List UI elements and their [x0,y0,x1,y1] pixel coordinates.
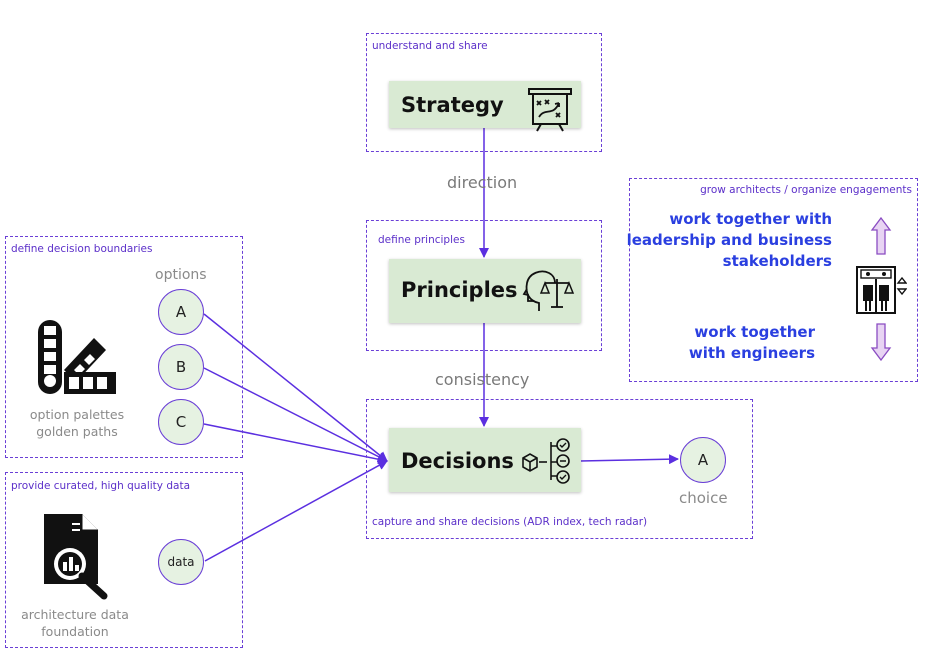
group-principles [366,220,602,351]
options-caption-2: golden paths [36,424,118,439]
group-principles-label: define principles [378,234,465,246]
edge-decisions-choice [579,454,679,465]
node-strategy[interactable]: Strategy [389,81,581,132]
decision-tree-icon [519,436,575,490]
group-decisions-label: capture and share decisions (ADR index, … [372,516,648,528]
node-strategy-title: Strategy [401,92,504,117]
edge-label-direction: direction [447,173,518,192]
node-decisions[interactable]: Decisions [389,428,581,492]
edge-data-decisions [204,460,388,562]
architects-down-line-2: with engineers [688,344,815,362]
arrow-down-icon [870,322,892,366]
group-data-label: provide curated, high quality data [11,480,191,492]
option-circle-c[interactable]: C [158,399,204,445]
group-strategy [366,33,602,152]
arrow-up-icon [870,216,892,260]
option-circle-b[interactable]: B [158,344,204,390]
group-boundaries-label: define decision boundaries [11,243,153,255]
architects-down-text: work together with engineers [650,322,815,364]
architects-up-line-1: work together with [669,210,832,228]
choice-label: choice [679,489,728,507]
elevator-icon [855,265,908,319]
strategy-board-icon [525,87,575,137]
option-circle-a[interactable]: A [158,289,204,335]
group-strategy-label: understand and share [372,40,488,52]
group-data [5,472,243,648]
node-decisions-title: Decisions [401,449,514,473]
group-architects [629,178,918,382]
head-scales-icon [519,267,575,319]
choice-circle[interactable]: A [680,437,726,483]
edge-a-decisions [203,313,388,462]
group-architects-label: grow architects / organize engagements [700,184,912,196]
edge-b-decisions [203,367,388,462]
data-caption-2: foundation [41,624,109,639]
edge-c-decisions [203,423,388,465]
architects-up-text: work together with leadership and busine… [620,209,832,272]
group-decisions [366,399,753,539]
options-title: options [155,267,207,283]
group-boundaries [5,236,243,458]
architects-down-line-1: work together [694,323,815,341]
node-principles-title: Principles [401,278,518,302]
color-palette-icon [36,318,118,400]
data-caption-1: architecture data [21,607,129,622]
options-caption-1: option palettes [29,407,125,422]
architects-up-line-2: leadership and business [626,231,832,249]
edge-label-consistency: consistency [435,370,530,389]
data-report-icon [42,512,112,604]
architects-up-line-3: stakeholders [722,252,832,270]
node-principles[interactable]: Principles [389,259,581,323]
data-circle[interactable]: data [158,539,204,585]
